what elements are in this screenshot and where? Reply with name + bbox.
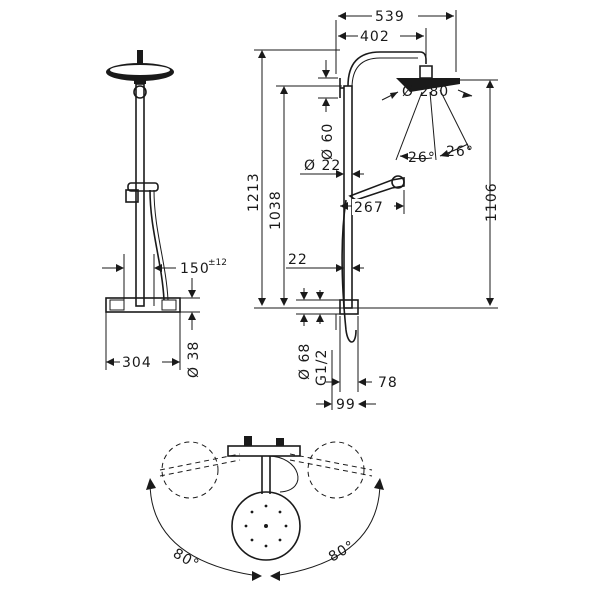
front-thermostat <box>105 297 181 313</box>
front-view: 150 ±12 304 Ø 38 <box>102 50 227 378</box>
dim-g12: G1/2 <box>314 349 330 386</box>
dim-304: 304 <box>122 355 152 371</box>
rotated-right-position <box>307 441 365 499</box>
side-view: Ø 280 26° 26° 539 402 <box>246 8 500 413</box>
dim-402: 402 <box>360 29 390 45</box>
rotated-left-position <box>161 441 219 499</box>
dim-78: 78 <box>378 375 398 391</box>
side-thermostat <box>339 299 359 315</box>
dim-80-left: 80° <box>170 546 202 574</box>
dim-150: 150 <box>180 261 210 277</box>
dim-539: 539 <box>375 9 405 25</box>
top-shower-head <box>231 491 301 561</box>
dim-267: 267 <box>354 200 384 216</box>
dim-d60: Ø 60 <box>320 123 336 160</box>
dim-1213: 1213 <box>246 172 262 212</box>
dim-1106: 1106 <box>484 182 500 222</box>
dim-d280: Ø 280 <box>402 84 449 100</box>
dim-26-right: 26° <box>446 144 474 160</box>
front-riser-pipe <box>135 83 145 307</box>
dim-d68: Ø 68 <box>297 343 313 380</box>
dim-99: 99 <box>336 397 356 413</box>
dim-80-right: 80° <box>326 538 358 566</box>
dim-d22-upper: Ø 22 <box>304 158 341 174</box>
dim-22-lower: 22 <box>288 252 308 268</box>
dim-26-left: 26° <box>408 150 436 166</box>
top-view: 80° 80° <box>146 436 384 581</box>
dim-d38: Ø 38 <box>186 341 202 378</box>
top-thermostat <box>227 445 301 457</box>
dim-1038: 1038 <box>268 190 284 230</box>
side-shower-head <box>396 78 460 92</box>
dim-150-tolerance: ±12 <box>208 258 227 268</box>
